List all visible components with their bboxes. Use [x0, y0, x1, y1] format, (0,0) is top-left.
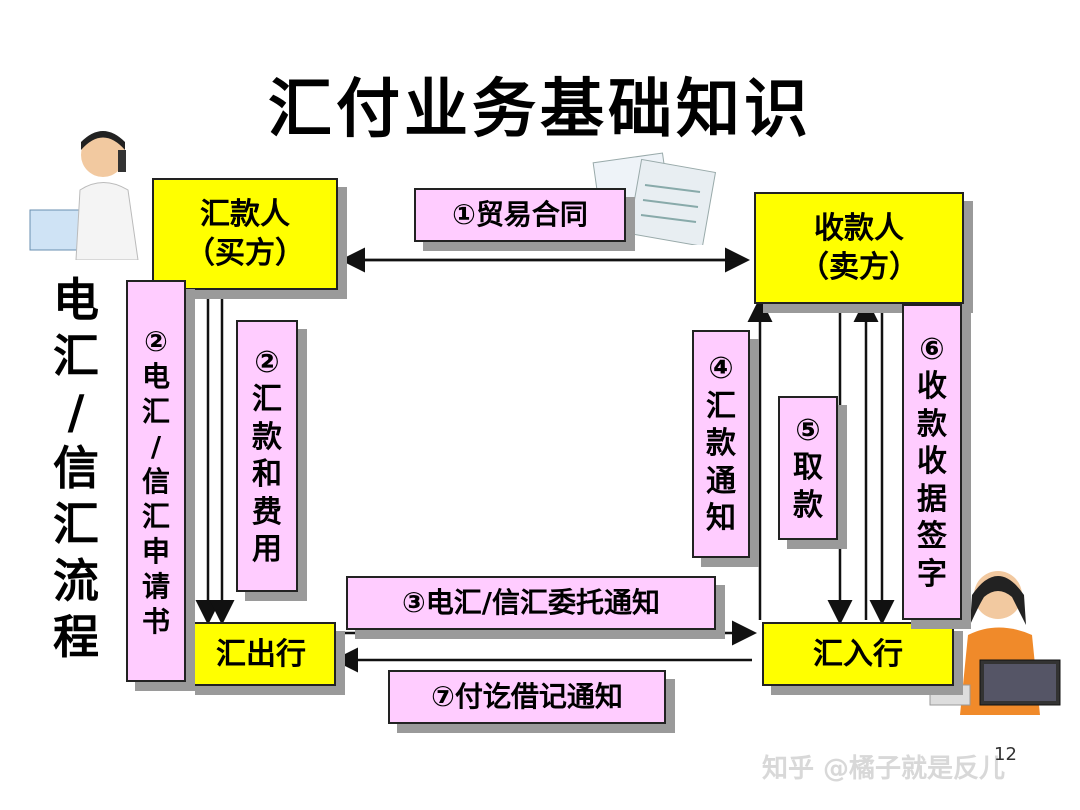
step-2b-char: 用	[252, 532, 282, 567]
step-5-char: ⑤	[795, 412, 821, 448]
side-label: 电 汇 / 信 汇 流 程	[44, 272, 108, 665]
step-7-debit-advice: ⑦付讫借记通知	[388, 670, 666, 724]
step-6-receipt: ⑥ 收 款 收 据 签 字	[902, 304, 962, 620]
step-4-advice: ④ 汇 款 通 知	[692, 330, 750, 558]
step-2a-char: ②	[144, 324, 168, 358]
remitter-label: 汇款人	[200, 197, 290, 232]
payee-label: 收款人	[814, 211, 904, 246]
side-label-char: 汇	[53, 497, 99, 552]
side-label-char: 程	[53, 609, 99, 664]
remitter-node: 汇款人 （买方）	[152, 178, 338, 290]
step-4-char: 知	[706, 501, 736, 537]
step-2-application: ② 电 汇 / 信 汇 申 请 书	[126, 280, 186, 682]
step-6-char: 收	[917, 444, 947, 480]
paying-bank-label: 汇入行	[813, 636, 903, 672]
step-6-char: 收	[917, 369, 947, 405]
step-4-char: 汇	[706, 388, 736, 424]
side-label-char: 电	[53, 273, 99, 327]
step-6-char: 据	[917, 481, 947, 517]
step-2b-char: 款	[252, 419, 282, 455]
payee-node: 收款人 （卖方）	[754, 192, 964, 304]
step-2b-char: 汇	[252, 382, 282, 417]
step-2-payment: ② 汇 款 和 费 用	[236, 320, 298, 592]
remitter-role: （买方）	[185, 236, 305, 271]
watermark: 知乎 @橘子就是反儿	[762, 754, 1006, 784]
step-2a-char: 汇	[141, 394, 170, 428]
step-2b-char: 费	[252, 494, 282, 530]
step-6-char: 字	[917, 556, 947, 592]
step-5-char: 取	[793, 450, 823, 486]
step-5-withdraw: ⑤ 取 款	[778, 396, 838, 540]
woman-with-laptop-illustration	[920, 555, 1070, 715]
step-3-label: ③电汇/信汇委托通知	[402, 585, 660, 619]
step-2a-char: 书	[141, 604, 170, 638]
step-6-char: 款	[917, 406, 947, 442]
step-7-label: ⑦付讫借记通知	[431, 679, 623, 713]
remitting-bank-label: 汇出行	[216, 636, 306, 672]
step-6-char: ⑥	[919, 331, 945, 367]
step-2a-char: 请	[141, 569, 170, 603]
side-label-char: 汇	[53, 329, 99, 384]
step-2b-char: 和	[252, 457, 282, 492]
side-label-char: 流	[53, 553, 99, 608]
side-label-char: 信	[53, 441, 99, 496]
step-1-contract: ①贸易合同	[414, 188, 626, 242]
page-number: 12	[994, 744, 1017, 765]
step-2a-char: 电	[141, 359, 170, 393]
step-4-char: ④	[708, 351, 734, 387]
step-1-label: ①贸易合同	[452, 197, 588, 231]
step-2b-char: ②	[254, 344, 280, 380]
step-2a-char: 信	[141, 464, 170, 498]
page-title: 汇付业务基础知识	[268, 73, 812, 147]
step-2a-char: 申	[141, 534, 170, 568]
step-2a-char: 汇	[141, 499, 170, 533]
step-6-char: 签	[917, 519, 947, 555]
step-4-char: 通	[706, 463, 736, 499]
paying-bank-node: 汇入行	[762, 622, 954, 686]
side-label-char: /	[67, 385, 85, 440]
step-4-char: 款	[706, 426, 736, 462]
step-3-instruction: ③电汇/信汇委托通知	[346, 576, 716, 630]
payee-role: （卖方）	[799, 250, 919, 285]
step-2a-char: /	[150, 429, 162, 463]
remitting-bank-node: 汇出行	[186, 622, 336, 686]
step-5-char: 款	[793, 487, 823, 523]
man-on-phone-illustration	[28, 120, 148, 261]
